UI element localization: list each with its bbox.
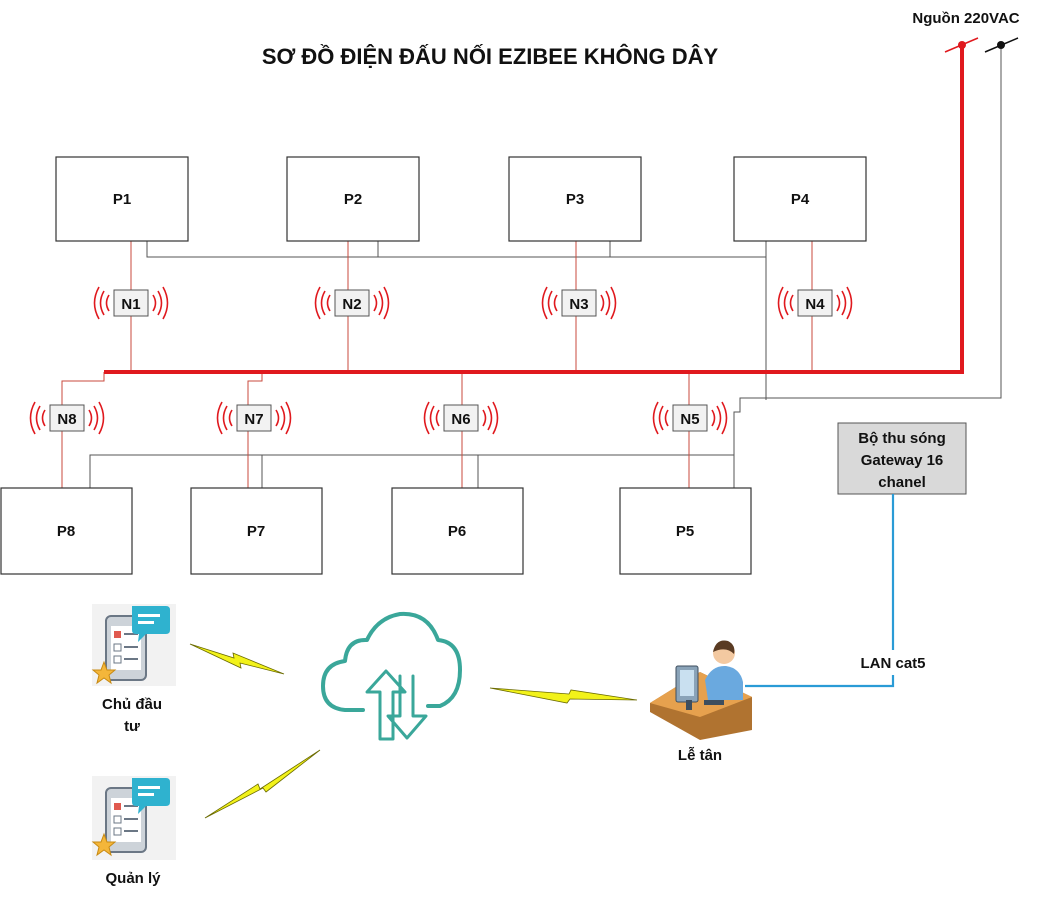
room-p2: P2 <box>286 156 420 242</box>
wireless-waves-icon <box>777 286 853 320</box>
wireless-waves-icon <box>93 286 169 320</box>
node-n3: N3 <box>541 286 617 320</box>
wireless-waves-icon <box>314 286 390 320</box>
cloud-sync-icon <box>321 611 462 741</box>
node-label: N5 <box>680 411 699 428</box>
node-n2: N2 <box>314 286 390 320</box>
manager-mobile-app-icon <box>91 776 176 860</box>
room-label: P3 <box>566 191 584 208</box>
wireless-waves-icon <box>423 401 499 435</box>
manager-label: Quản lý <box>105 870 161 887</box>
gateway-label-line2: Gateway 16 <box>861 452 944 469</box>
lan-cable <box>745 494 895 688</box>
lan-label: LAN cat5 <box>860 655 925 672</box>
wireless-waves-icon <box>541 286 617 320</box>
node-n4: N4 <box>777 286 853 320</box>
investor-label-line1: Chủ đầu <box>102 696 162 713</box>
room-label: P4 <box>791 191 810 208</box>
live-branches <box>61 241 813 488</box>
node-label: N2 <box>342 296 361 313</box>
node-label: N1 <box>121 296 140 313</box>
node-n6: N6 <box>423 401 499 435</box>
wireless-waves-icon <box>29 401 105 435</box>
neutral-terminal-icon <box>984 37 1019 53</box>
node-n1: N1 <box>93 286 169 320</box>
wireless-link-icon <box>189 643 638 819</box>
gateway-label-line1: Bộ thu sóng <box>858 430 945 447</box>
room-label: P8 <box>57 523 75 540</box>
diagram-title: SƠ ĐỒ ĐIỆN ĐẤU NỐI EZIBEE KHÔNG DÂY <box>262 43 719 69</box>
room-label: P1 <box>113 191 131 208</box>
node-label: N6 <box>451 411 470 428</box>
wireless-waves-icon <box>216 401 292 435</box>
wireless-waves-icon <box>652 401 728 435</box>
node-label: N4 <box>805 296 825 313</box>
room-label: P2 <box>344 191 362 208</box>
room-label: P7 <box>247 523 265 540</box>
room-p4: P4 <box>733 156 867 242</box>
node-label: N8 <box>57 411 76 428</box>
room-label: P6 <box>448 523 466 540</box>
room-p6: P6 <box>391 487 524 575</box>
reception-label: Lễ tân <box>678 747 722 764</box>
neutral-wiring <box>89 45 1002 488</box>
gateway-label-line3: chanel <box>878 474 926 491</box>
room-p1: P1 <box>55 156 189 242</box>
live-terminal-icon <box>944 37 979 53</box>
room-p7: P7 <box>190 487 323 575</box>
investor-mobile-app-icon <box>91 604 176 686</box>
investor-label-line2: tư <box>124 718 140 735</box>
node-label: N3 <box>569 296 588 313</box>
live-bus <box>104 45 964 374</box>
gateway-box: Bộ thu sóng Gateway 16 chanel <box>837 422 967 495</box>
room-label: P5 <box>676 523 694 540</box>
room-p5: P5 <box>619 487 752 575</box>
room-p8: P8 <box>0 487 133 575</box>
node-n8: N8 <box>29 401 105 435</box>
node-n7: N7 <box>216 401 292 435</box>
reception-computer-icon <box>650 640 752 740</box>
power-source-label: Nguồn 220VAC <box>912 10 1019 27</box>
room-p3: P3 <box>508 156 642 242</box>
node-n5: N5 <box>652 401 728 435</box>
node-label: N7 <box>244 411 263 428</box>
